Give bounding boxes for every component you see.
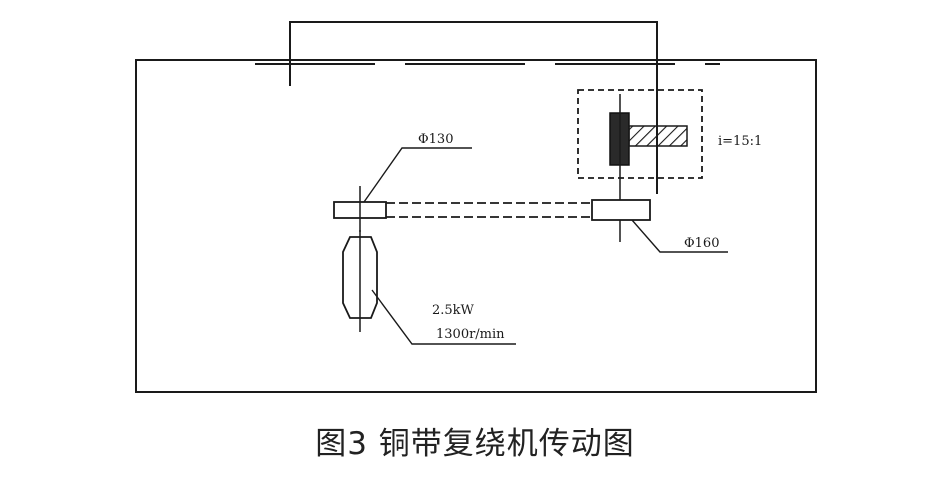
motor-leader: [371, 289, 516, 345]
transmission-diagram: i=15:1 Φ130 Φ160 2.5kW 1300r/min: [135, 21, 817, 393]
large-pulley-leader: [631, 219, 728, 253]
gearbox-housing: [577, 89, 703, 179]
gear-ratio-label: i=15:1: [718, 134, 762, 149]
small-pulley-leader: [363, 147, 472, 203]
figure-caption: 图3 铜带复绕机传动图: [315, 426, 635, 462]
top-bracket: [289, 21, 658, 194]
worm-shaft: [628, 125, 688, 147]
large-pulley-label: Φ160: [684, 236, 719, 251]
machine-frame: [135, 59, 817, 393]
motor-power-label: 2.5kW: [432, 303, 475, 318]
large-pulley: [591, 199, 651, 221]
small-pulley-label: Φ130: [418, 132, 453, 147]
motor-speed-label: 1300r/min: [436, 327, 505, 342]
